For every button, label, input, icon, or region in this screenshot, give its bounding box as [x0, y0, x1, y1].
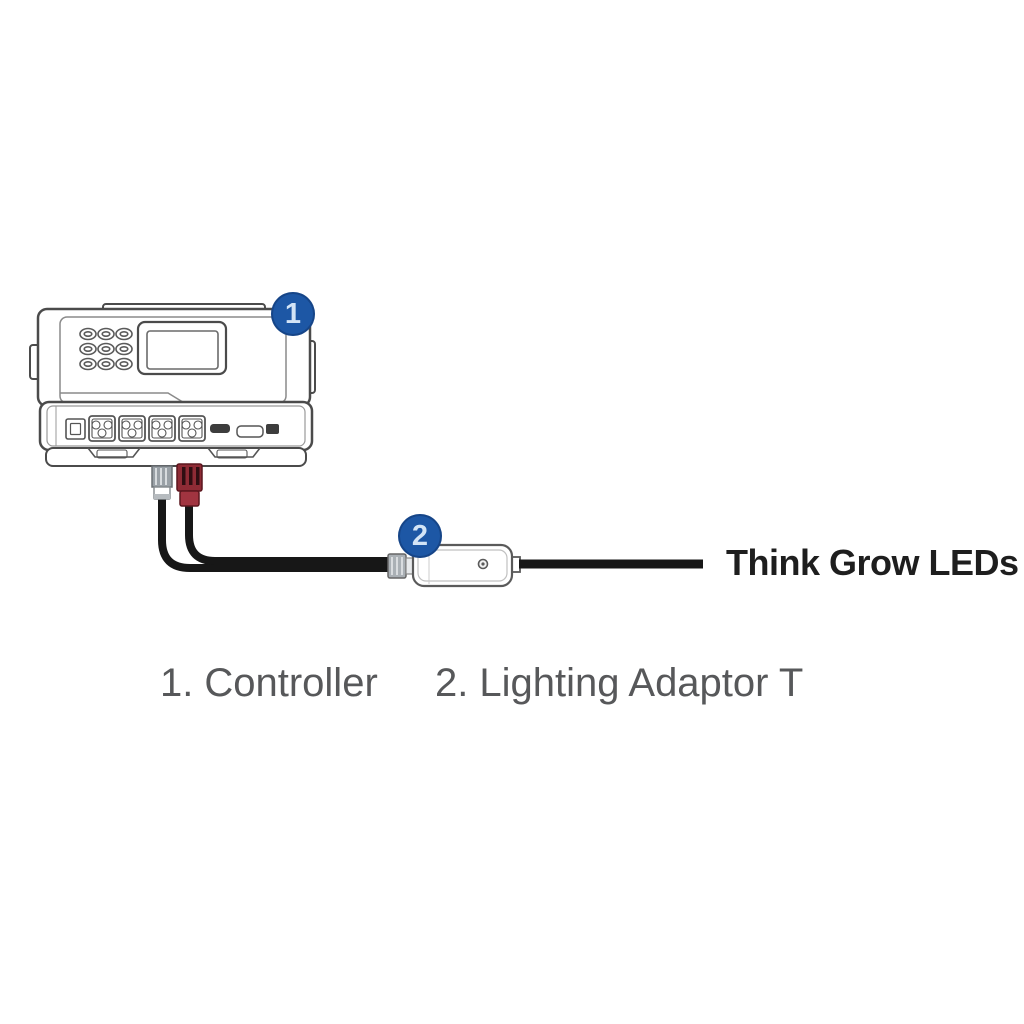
mount-bracket-icon [207, 447, 261, 459]
step-badge-1: 1 [271, 292, 315, 336]
small-port-icon [65, 418, 86, 440]
legend-number: 1. [160, 661, 194, 705]
legend-label: Controller [204, 661, 378, 705]
controller-port-band-inner [46, 405, 306, 447]
legend-item-adaptor: 2.Lighting Adaptor T [435, 663, 803, 703]
keypad-button-icon [79, 327, 133, 371]
indicator-dot [477, 558, 489, 570]
rj-port-icon [88, 415, 116, 442]
usb-slot-icon [210, 424, 230, 433]
controller-keypad [79, 327, 133, 371]
rj-port-icon [148, 415, 176, 442]
rj-port-icon [118, 415, 146, 442]
controller-ports [65, 415, 279, 442]
legend-item-controller: 1.Controller [160, 663, 378, 703]
step-badge-2: 2 [398, 514, 442, 558]
power-connector-gray [151, 465, 173, 500]
controller-illustration [29, 303, 316, 467]
controller-bottom-strip [45, 447, 307, 467]
controller-display [136, 320, 228, 376]
lighting-adaptor-illustration [411, 543, 514, 588]
rj-port-icon [178, 415, 206, 442]
mount-bracket-icon [87, 447, 141, 459]
mini-slot-icon [266, 424, 279, 434]
legend-label: Lighting Adaptor T [479, 661, 804, 705]
cable-red-connector [185, 504, 392, 565]
adaptor-plug [387, 553, 414, 579]
cable-gray-connector [158, 496, 392, 572]
micro-usb-slot-icon [236, 425, 264, 438]
led-output-label: Think Grow LEDs [726, 542, 1019, 583]
legend-number: 2. [435, 661, 469, 705]
power-connector-red [176, 463, 203, 507]
